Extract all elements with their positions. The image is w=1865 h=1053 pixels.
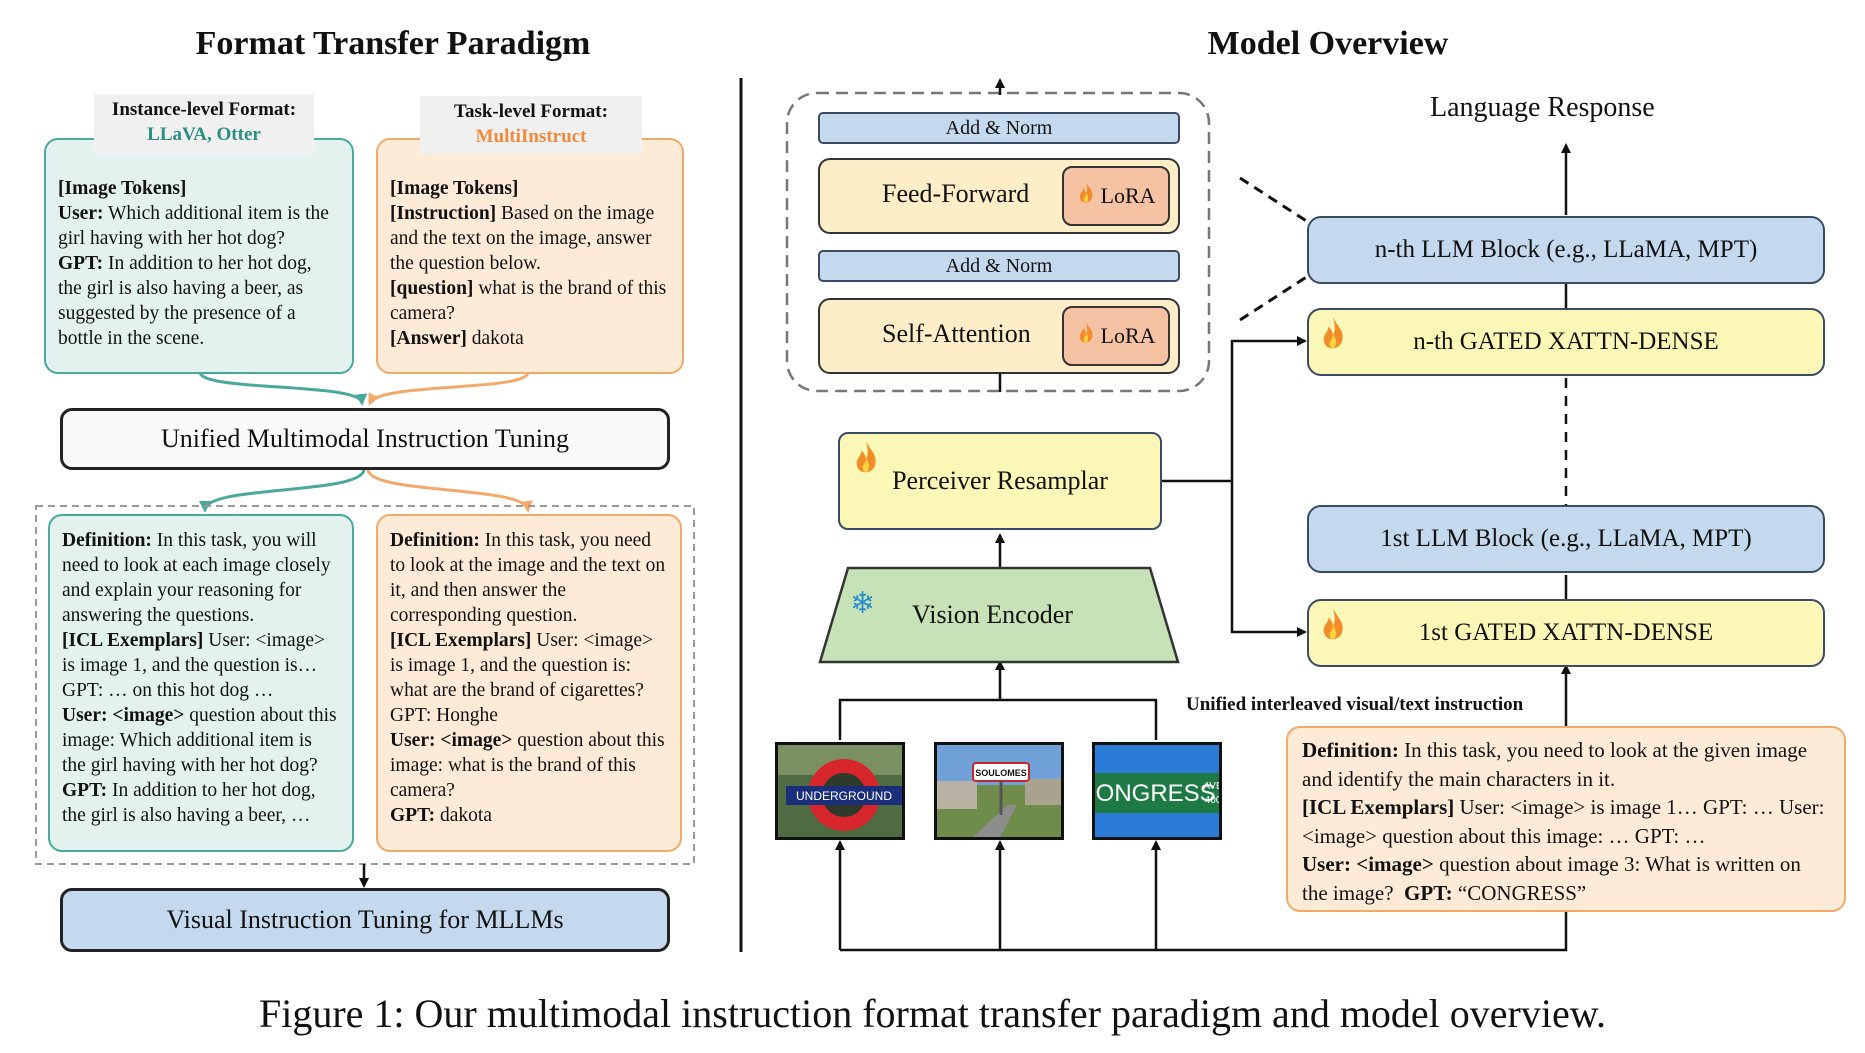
image-underground: UNDERGROUND [775, 742, 905, 840]
fire-icon [1319, 316, 1347, 359]
first-llm-block: 1st LLM Block (e.g., LLaMA, MPT) [1307, 505, 1825, 573]
teal-curve-bottom [199, 469, 366, 513]
task-format-tag: Task-level Format: MultiInstruct [420, 96, 642, 154]
orange-curve-bottom [366, 469, 533, 513]
orange-curve-top [368, 371, 530, 406]
language-response-label: Language Response [1430, 92, 1655, 123]
instance-format-card: [Image Tokens] User: Which additional it… [44, 138, 354, 374]
underground-text: UNDERGROUND [796, 789, 892, 803]
figure-caption: Figure 1: Our multimodal instruction for… [258, 991, 1607, 1036]
arrow-to-first-gated [1230, 481, 1307, 637]
unified-right-card: Definition: In this task, you need to lo… [376, 514, 682, 852]
instance-format-tag: Instance-level Format: LLaVA, Otter [94, 94, 314, 154]
feed-forward-label: Feed-Forward [882, 179, 1030, 208]
zoom-line-top [1239, 176, 1309, 224]
unified-instruction-tuning-box: Unified Multimodal Instruction Tuning [60, 408, 670, 470]
left-title: Format Transfer Paradigm [195, 25, 591, 62]
zoom-line-bottom [1239, 274, 1309, 322]
snowflake-icon: ❄ [850, 587, 876, 620]
image-soulomes: SOULOMES [934, 742, 1064, 840]
arrow-to-nth-gated [1230, 336, 1307, 481]
svg-text:AVE: AVE [1203, 781, 1222, 792]
add-norm-mid: Add & Norm [818, 250, 1180, 282]
visual-instruction-tuning-box: Visual Instruction Tuning for MLLMs [60, 888, 670, 952]
fire-icon [1319, 607, 1347, 650]
congress-text: CONGRESS [1095, 780, 1216, 807]
add-norm-top: Add & Norm [818, 112, 1180, 144]
teal-curve-top [198, 371, 368, 406]
perceiver-resampler-block: Perceiver Resamplar [838, 432, 1162, 530]
feed-forward-block: Feed-Forward LoRA [818, 158, 1180, 234]
nth-gated-xattn-block: n-th GATED XATTN-DENSE [1307, 308, 1825, 376]
unified-interleaved-label: Unified interleaved visual/text instruct… [1186, 694, 1524, 715]
soulomes-text: SOULOMES [975, 768, 1027, 778]
lora-sa: LoRA [1062, 306, 1170, 366]
transformer-dashed-outline [785, 91, 1211, 393]
unified-left-card: Definition: In this task, you will need … [48, 514, 354, 852]
vision-encoder-label: Vision Encoder [912, 600, 1073, 629]
image-congress: CONGRESS AVE 400 [1092, 742, 1222, 840]
self-attention-label: Self-Attention [882, 319, 1031, 348]
fire-icon [1077, 321, 1095, 351]
svg-text:400: 400 [1205, 795, 1222, 806]
first-gated-xattn-block: 1st GATED XATTN-DENSE [1307, 599, 1825, 667]
nth-llm-block: n-th LLM Block (e.g., LLaMA, MPT) [1307, 216, 1825, 284]
fire-icon [1077, 181, 1095, 211]
interleaved-instruction-card: Definition: In this task, you need to lo… [1286, 726, 1846, 912]
right-title: Model Overview [1207, 25, 1449, 62]
image-branch [838, 698, 1158, 740]
fire-icon [852, 440, 880, 483]
task-format-card: [Image Tokens] [Instruction] Based on th… [376, 138, 684, 374]
lora-ff: LoRA [1062, 166, 1170, 226]
vision-encoder-shape [818, 566, 1180, 664]
self-attention-block: Self-Attention LoRA [818, 298, 1180, 374]
